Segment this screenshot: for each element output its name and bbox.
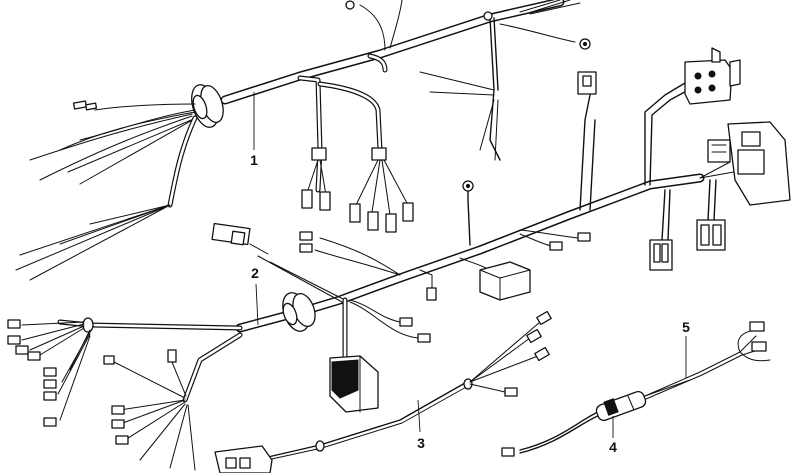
harness-2-relay-cluster bbox=[707, 121, 791, 206]
part-4-fuse-lead bbox=[501, 379, 691, 457]
part-4-fuse-holder bbox=[595, 390, 647, 422]
harness-2-multipin-plug bbox=[684, 47, 741, 105]
harness-3-plug bbox=[214, 445, 273, 473]
harness-2-plug-left bbox=[211, 222, 251, 246]
callout-4: 4 bbox=[609, 439, 617, 455]
part-5-lead bbox=[644, 321, 771, 400]
harness-2 bbox=[7, 47, 791, 471]
harness-2-upper-plug bbox=[577, 71, 597, 95]
callout-5: 5 bbox=[682, 319, 690, 335]
harness-1-grommet bbox=[191, 84, 224, 128]
callout-1: 1 bbox=[250, 152, 258, 168]
harness-2-bottom-plugs bbox=[649, 219, 726, 271]
harness-2-boot bbox=[329, 355, 379, 413]
harness-2-relay bbox=[479, 261, 531, 301]
harness-3 bbox=[214, 310, 552, 473]
callout-3: 3 bbox=[417, 435, 425, 451]
callout-2: 2 bbox=[251, 265, 259, 281]
harness-1 bbox=[15, 0, 591, 281]
harness-2-grommet bbox=[282, 292, 316, 332]
harness-2-left-terminals bbox=[7, 319, 57, 427]
